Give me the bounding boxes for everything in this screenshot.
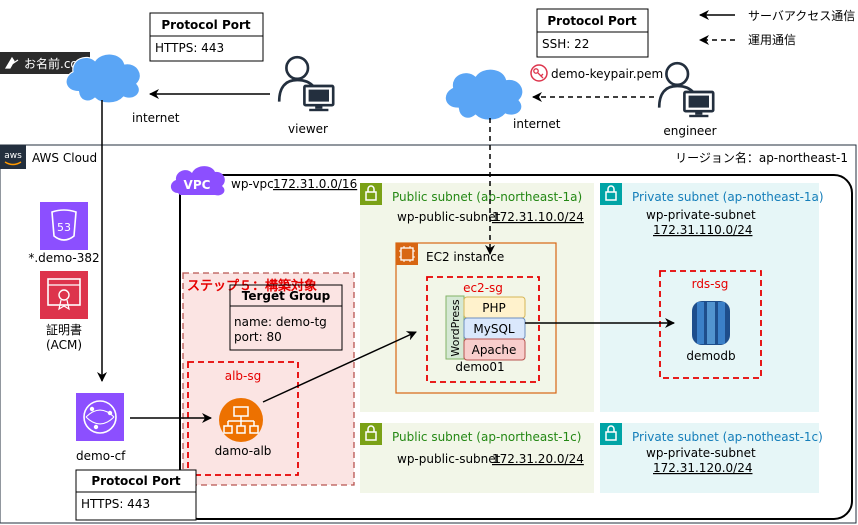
- route53-badge: 53: [57, 221, 71, 234]
- internet-right-cloud-icon: [444, 68, 524, 121]
- private-subnet-1c: Private subnet (ap-notheast-1c) wp-priva…: [599, 422, 823, 493]
- cf-protocol-port-box: Protocol Port HTTPS: 443: [75, 469, 197, 521]
- alb-label: damo-alb: [215, 444, 272, 458]
- alb-sg-box: alb-sg: [187, 361, 299, 476]
- private-subnet-1a: Private subnet (ap-notheast-1a) wp-priva…: [599, 182, 824, 412]
- ec2-chip-icon: [396, 243, 418, 265]
- cf-port-title: Protocol Port: [91, 474, 181, 488]
- cf-port-value: HTTPS: 443: [81, 497, 150, 511]
- public-subnet-1c-lock-icon: [359, 422, 383, 446]
- cloudfront-icon: [76, 393, 124, 441]
- onamae-logo-icon: [4, 56, 19, 69]
- public-subnet-1c: Public subnet (ap-northeast-1c) wp-publi…: [359, 422, 594, 493]
- rds-sg-label: rds-sg: [692, 277, 729, 291]
- private-subnet-1c-lock-icon: [599, 422, 623, 446]
- aws-cloud-container: aws AWS Cloud リージョン名：ap-northeast-1: [0, 144, 857, 524]
- ec2-instance-box: EC2 instance: [395, 242, 557, 394]
- viewer-label: viewer: [288, 122, 328, 136]
- ec2-sg-box: ec2-sg: [426, 276, 540, 383]
- private-subnet-1c-cidr: 172.31.120.0/24: [653, 461, 752, 475]
- legend-solid-label: サーバアクセス通信: [748, 9, 855, 23]
- engineer-label: engineer: [663, 124, 716, 138]
- private-subnet-1c-name: wp-private-subnet: [646, 446, 756, 460]
- public-subnet-1c-name: wp-public-subnet: [397, 452, 501, 466]
- private-subnet-1a-cidr: 172.31.110.0/24: [653, 223, 752, 237]
- viewer-protocol-port-box: Protocol Port HTTPS: 443: [149, 12, 264, 62]
- acm-label-line1: 証明書: [46, 323, 82, 337]
- target-group-name: name: demo-tg: [234, 315, 327, 329]
- alb-to-ec2-arrow: [262, 331, 417, 403]
- engineer-port-value: SSH: 22: [542, 37, 589, 51]
- engineer-port-title: Protocol Port: [547, 14, 637, 28]
- legend-dashed-label: 運用通信: [748, 33, 796, 47]
- rds-sg-box: rds-sg: [659, 270, 762, 379]
- viewer-port-title: Protocol Port: [161, 18, 251, 32]
- viewer-user-icon: [277, 55, 335, 113]
- viewer-port-value: HTTPS: 443: [155, 41, 224, 55]
- vpc-cidr: 172.31.0.0/16: [273, 177, 357, 191]
- internet-left-label: internet: [132, 111, 180, 125]
- rds-label: demodb: [686, 349, 735, 363]
- private-subnet-1a-lock-icon: [599, 182, 623, 206]
- acm-label-line2: (ACM): [46, 338, 82, 352]
- cloudfront-label: demo-cf: [76, 449, 126, 463]
- route53-icon: 53: [40, 202, 88, 250]
- alb-icon: [219, 398, 263, 442]
- apache-label: Apache: [472, 343, 517, 357]
- region-label: リージョン名：ap-northeast-1: [675, 150, 848, 165]
- private-subnet-1a-title: Private subnet (ap-notheast-1a): [632, 190, 824, 204]
- key-icon: [530, 64, 548, 82]
- php-label: PHP: [482, 301, 506, 315]
- vpc-container: VPC wp-vpc 172.31.0.0/16: [170, 166, 853, 520]
- step5-region: ステップ５：構築対象: [182, 272, 355, 486]
- wordpress-label: WordPress: [449, 299, 462, 356]
- public-subnet-1a-cidr: 172.31.10.0/24: [492, 210, 584, 224]
- public-subnet-1a-lock-icon: [359, 182, 383, 206]
- target-group-port: port: 80: [234, 330, 282, 344]
- mysql-label: MySQL: [473, 322, 515, 336]
- ec2-title: EC2 instance: [426, 250, 504, 264]
- private-subnet-1c-title: Private subnet (ap-notheast-1c): [632, 430, 823, 444]
- wordpress-block: WordPress: [445, 295, 465, 360]
- target-group-title: Terget Group: [242, 289, 331, 303]
- legend: サーバアクセス通信 運用通信: [699, 9, 855, 47]
- target-group-box: Terget Group name: demo-tg port: 80: [229, 284, 343, 351]
- apache-block: [463, 338, 526, 361]
- internet-left-cloud-icon: [65, 53, 141, 104]
- onamae-badge: お名前.com: [0, 52, 90, 74]
- alb-sg-label: alb-sg: [225, 369, 262, 383]
- route53-label: *.demo-382: [28, 251, 99, 265]
- engineer-user-icon: [657, 61, 715, 119]
- acm-certificate-icon: [40, 271, 88, 319]
- public-subnet-1c-cidr: 172.31.20.0/24: [492, 452, 584, 466]
- public-subnet-1a-title: Public subnet (ap-northeast-1a): [392, 190, 582, 204]
- ec2-sg-label: ec2-sg: [463, 281, 503, 295]
- internet-right-label: internet: [513, 117, 561, 131]
- public-subnet-1a-name: wp-public-subnet: [397, 210, 501, 224]
- keypair-label: demo-keypair.pem: [551, 67, 663, 81]
- keypair: demo-keypair.pem: [530, 64, 663, 82]
- step5-label: ステップ５：構築対象: [187, 278, 317, 294]
- vpc-name: wp-vpc: [231, 177, 274, 191]
- svg-text:aws: aws: [4, 151, 22, 161]
- rds-database-icon: [692, 301, 730, 345]
- vpc-badge: VPC: [184, 178, 211, 192]
- private-subnet-1a-name: wp-private-subnet: [646, 208, 756, 222]
- aws-cloud-label: AWS Cloud: [32, 151, 97, 165]
- instance-label: demo01: [455, 360, 504, 374]
- public-subnet-1c-title: Public subnet (ap-northeast-1c): [392, 430, 581, 444]
- engineer-protocol-port-box: Protocol Port SSH: 22: [536, 8, 649, 58]
- vpc-cloud-icon: [170, 166, 225, 196]
